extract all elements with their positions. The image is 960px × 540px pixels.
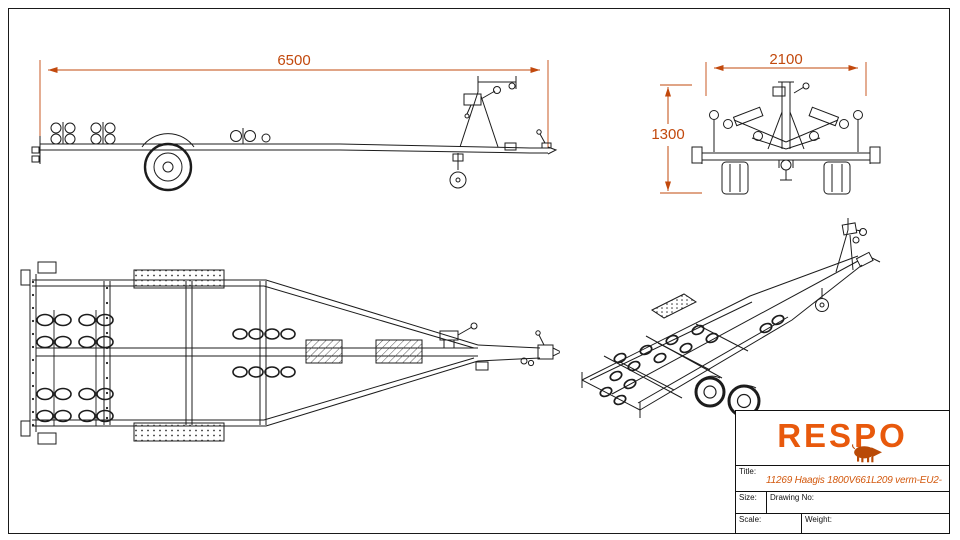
- side-view-drawing: 6500: [31, 52, 558, 192]
- size-cell: Size:: [736, 492, 766, 513]
- scale-cell: Scale:: [736, 514, 801, 534]
- logo-cell: RESPO: [736, 411, 949, 465]
- sheet-border: [8, 8, 950, 534]
- title-block: RESPO Title: 11269 Haagis 1800V661L209 v…: [735, 410, 950, 534]
- height-dimension: 1300: [651, 84, 702, 194]
- rear-view-drawing: 2100 1300: [651, 52, 881, 195]
- width-dimension-text: 2100: [769, 52, 802, 68]
- drawing-no-cell: Drawing No:: [766, 492, 949, 513]
- drawing-no-label: Drawing No:: [770, 493, 815, 502]
- width-dimension: 2100: [705, 52, 867, 96]
- size-label: Size:: [739, 493, 757, 502]
- size-drawing-row: Size: Drawing No:: [736, 491, 949, 513]
- boar-logo-icon: [852, 444, 882, 463]
- title-row: Title: 11269 Haagis 1800V661L209 verm-EU…: [736, 465, 949, 491]
- plan-view-trailer: [20, 261, 560, 445]
- height-dimension-text: 1300: [651, 126, 684, 143]
- isometric-view-drawing: [581, 218, 881, 418]
- scale-label: Scale:: [739, 515, 762, 524]
- length-dimension-text: 6500: [277, 52, 310, 69]
- weight-cell: Weight:: [801, 514, 949, 534]
- side-view-trailer: [31, 76, 558, 192]
- weight-label: Weight:: [805, 515, 832, 524]
- isometric-trailer: [581, 218, 881, 418]
- title-value: 11269 Haagis 1800V661L209 verm-EU2-: [766, 475, 942, 486]
- plan-view-drawing: [20, 261, 560, 445]
- rear-view-trailer: [691, 81, 881, 195]
- respo-logo-text: RESPO: [777, 417, 908, 454]
- scale-weight-row: Scale: Weight:: [736, 513, 949, 534]
- length-dimension: 6500: [39, 52, 549, 148]
- title-label: Title:: [739, 467, 757, 476]
